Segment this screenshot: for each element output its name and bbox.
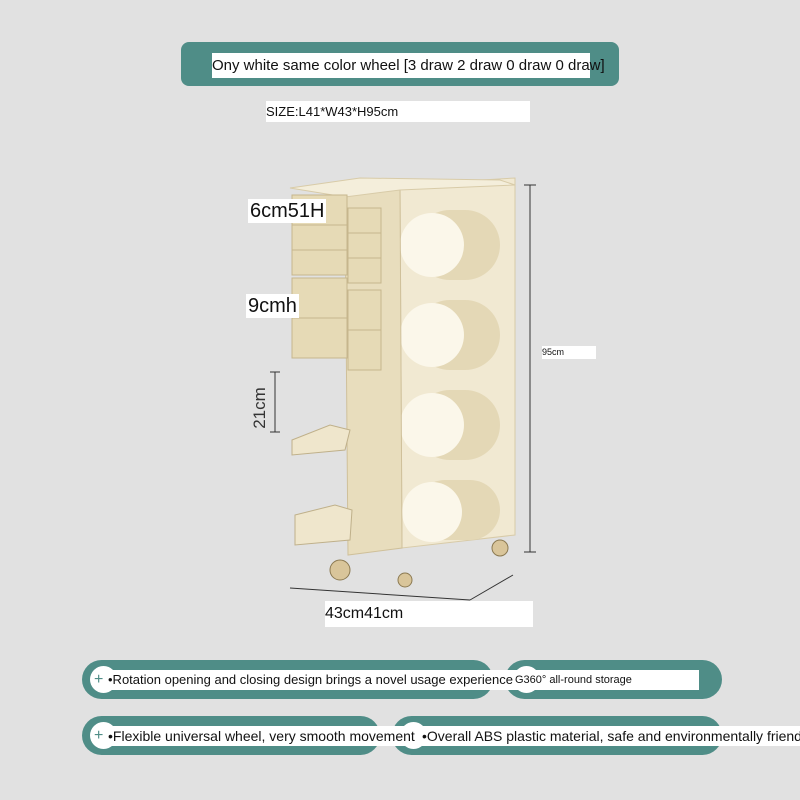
- top-drawer-dimension: 6cm51H: [248, 199, 327, 223]
- feature-pill-storage: G360° all-round storage: [505, 660, 722, 699]
- mid-drawer-dimension: 9cmh: [246, 294, 299, 318]
- height-dimension: 95cm: [542, 346, 596, 359]
- base-dimension: 43cm41cm: [325, 601, 533, 627]
- feature-text: •Overall ABS plastic material, safe and …: [422, 726, 800, 746]
- feature-pill-material: •Overall ABS plastic material, safe and …: [392, 716, 800, 755]
- plus-icon: +: [94, 727, 104, 744]
- feature-text: G360° all-round storage: [515, 670, 699, 690]
- feature-pill-wheel: + •Flexible universal wheel, very smooth…: [82, 716, 417, 755]
- banner-text: Ony white same color wheel [3 draw 2 dra…: [212, 53, 605, 78]
- shelf-dimension: 21cm: [250, 387, 269, 429]
- feature-pill-rotation: + •Rotation opening and closing design b…: [82, 660, 515, 699]
- plus-icon: +: [94, 671, 104, 688]
- feature-text: •Rotation opening and closing design bri…: [108, 670, 515, 690]
- feature-text: •Flexible universal wheel, very smooth m…: [108, 726, 417, 746]
- size-label: SIZE:L41*W43*H95cm: [266, 101, 530, 122]
